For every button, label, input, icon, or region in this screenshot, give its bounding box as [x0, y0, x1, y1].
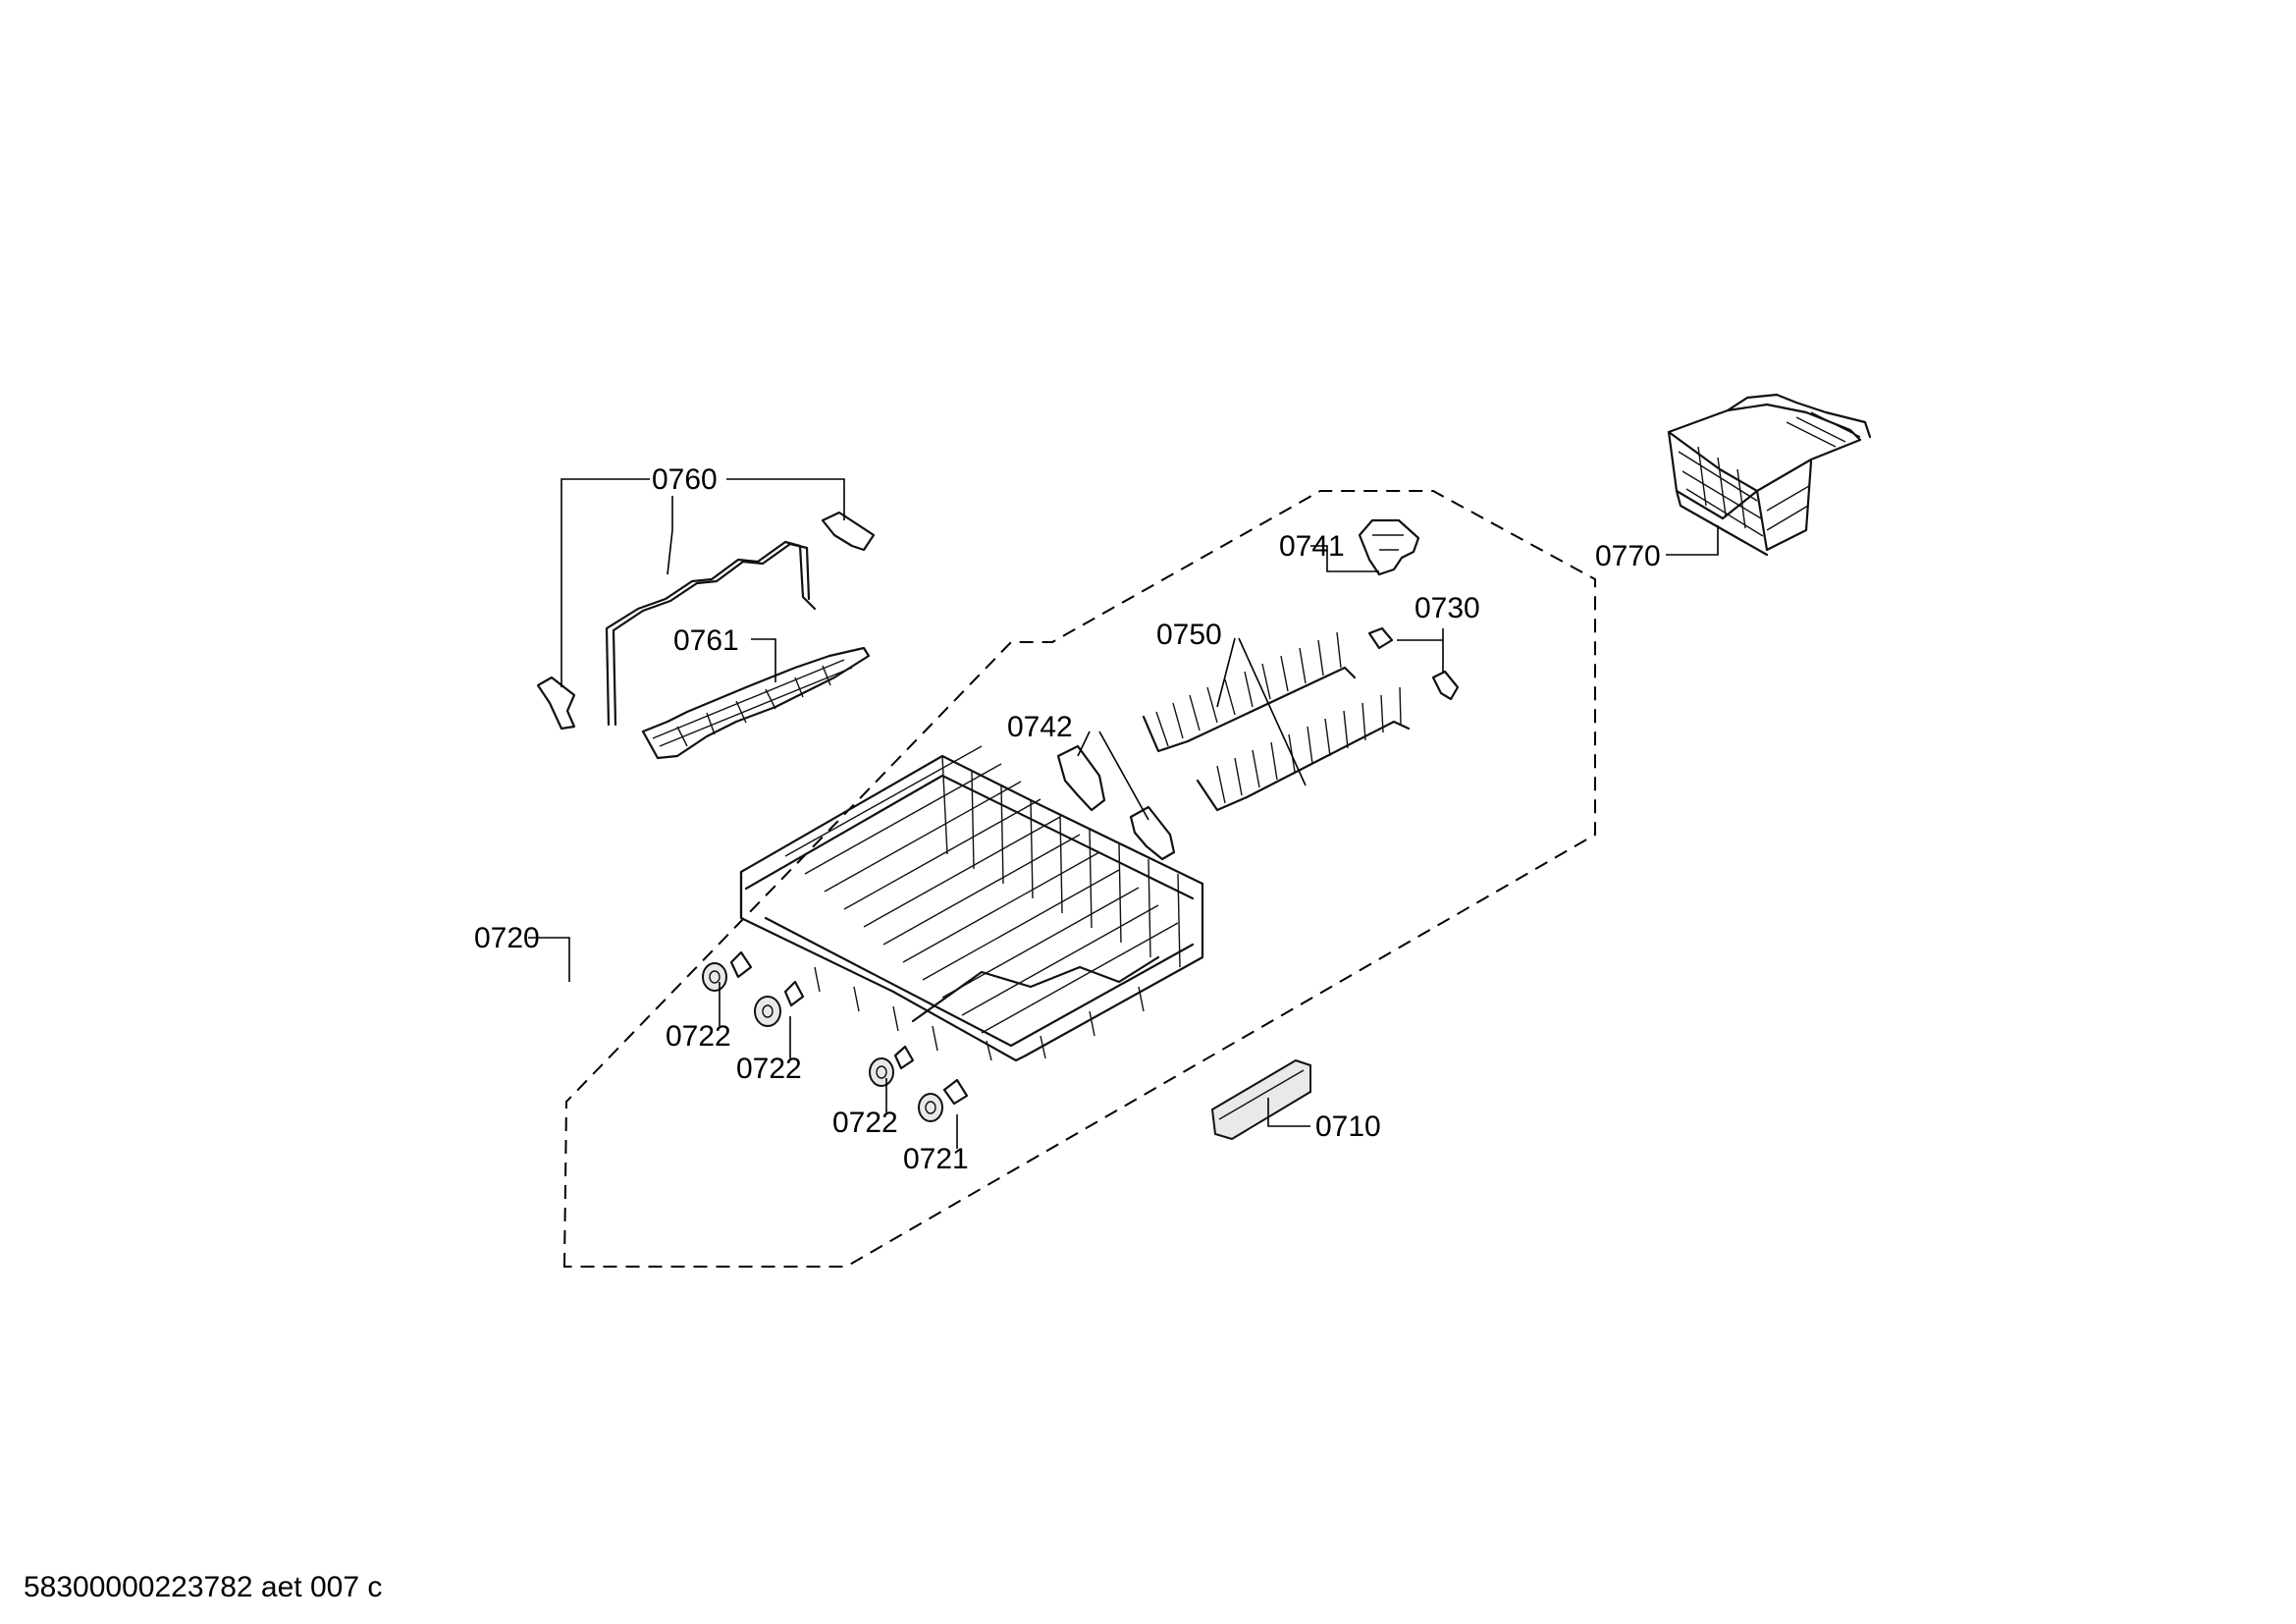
label-0750[interactable]: 0750	[1156, 619, 1222, 651]
label-0760[interactable]: 0760	[652, 463, 718, 496]
label-0722-a[interactable]: 0722	[666, 1020, 731, 1053]
label-0722-c[interactable]: 0722	[832, 1107, 898, 1139]
part-0760-wire-rail[interactable]	[536, 511, 876, 731]
part-0722-roller-c[interactable]	[869, 1045, 915, 1087]
label-0710[interactable]: 0710	[1315, 1110, 1381, 1143]
label-0770[interactable]: 0770	[1595, 540, 1661, 572]
assembly-boundary-dashed	[562, 490, 1596, 1268]
part-0722-roller-a[interactable]	[702, 950, 753, 992]
leader-lines	[528, 478, 1719, 1149]
footer-document-code: 58300000223782 aet 007 c	[24, 1571, 382, 1603]
label-0722-b[interactable]: 0722	[736, 1053, 802, 1085]
part-0761-rack-shelf[interactable]	[641, 646, 871, 760]
label-0720[interactable]: 0720	[474, 922, 540, 954]
part-0741-bracket[interactable]	[1358, 518, 1420, 576]
callout-labels: 0760 0761 0741 0730 0750 0742 0770 0720 …	[474, 463, 1661, 1175]
part-0742-hinge-clips[interactable]	[1056, 744, 1176, 861]
part-0730-clip[interactable]	[1367, 626, 1460, 701]
part-0770-cutlery-basket[interactable]	[1667, 393, 1872, 557]
label-0742[interactable]: 0742	[1007, 711, 1073, 743]
part-0710-handle-strip[interactable]	[1210, 1058, 1311, 1141]
part-0722-roller-b[interactable]	[754, 980, 805, 1027]
part-0721-roller[interactable]	[918, 1078, 969, 1122]
part-0750-tine-racks[interactable]	[1142, 631, 1411, 812]
label-0741[interactable]: 0741	[1279, 530, 1345, 563]
label-0721[interactable]: 0721	[903, 1143, 969, 1175]
label-0761[interactable]: 0761	[673, 624, 739, 657]
part-0720-lower-basket[interactable]	[739, 745, 1204, 1062]
label-0730[interactable]: 0730	[1415, 592, 1480, 624]
